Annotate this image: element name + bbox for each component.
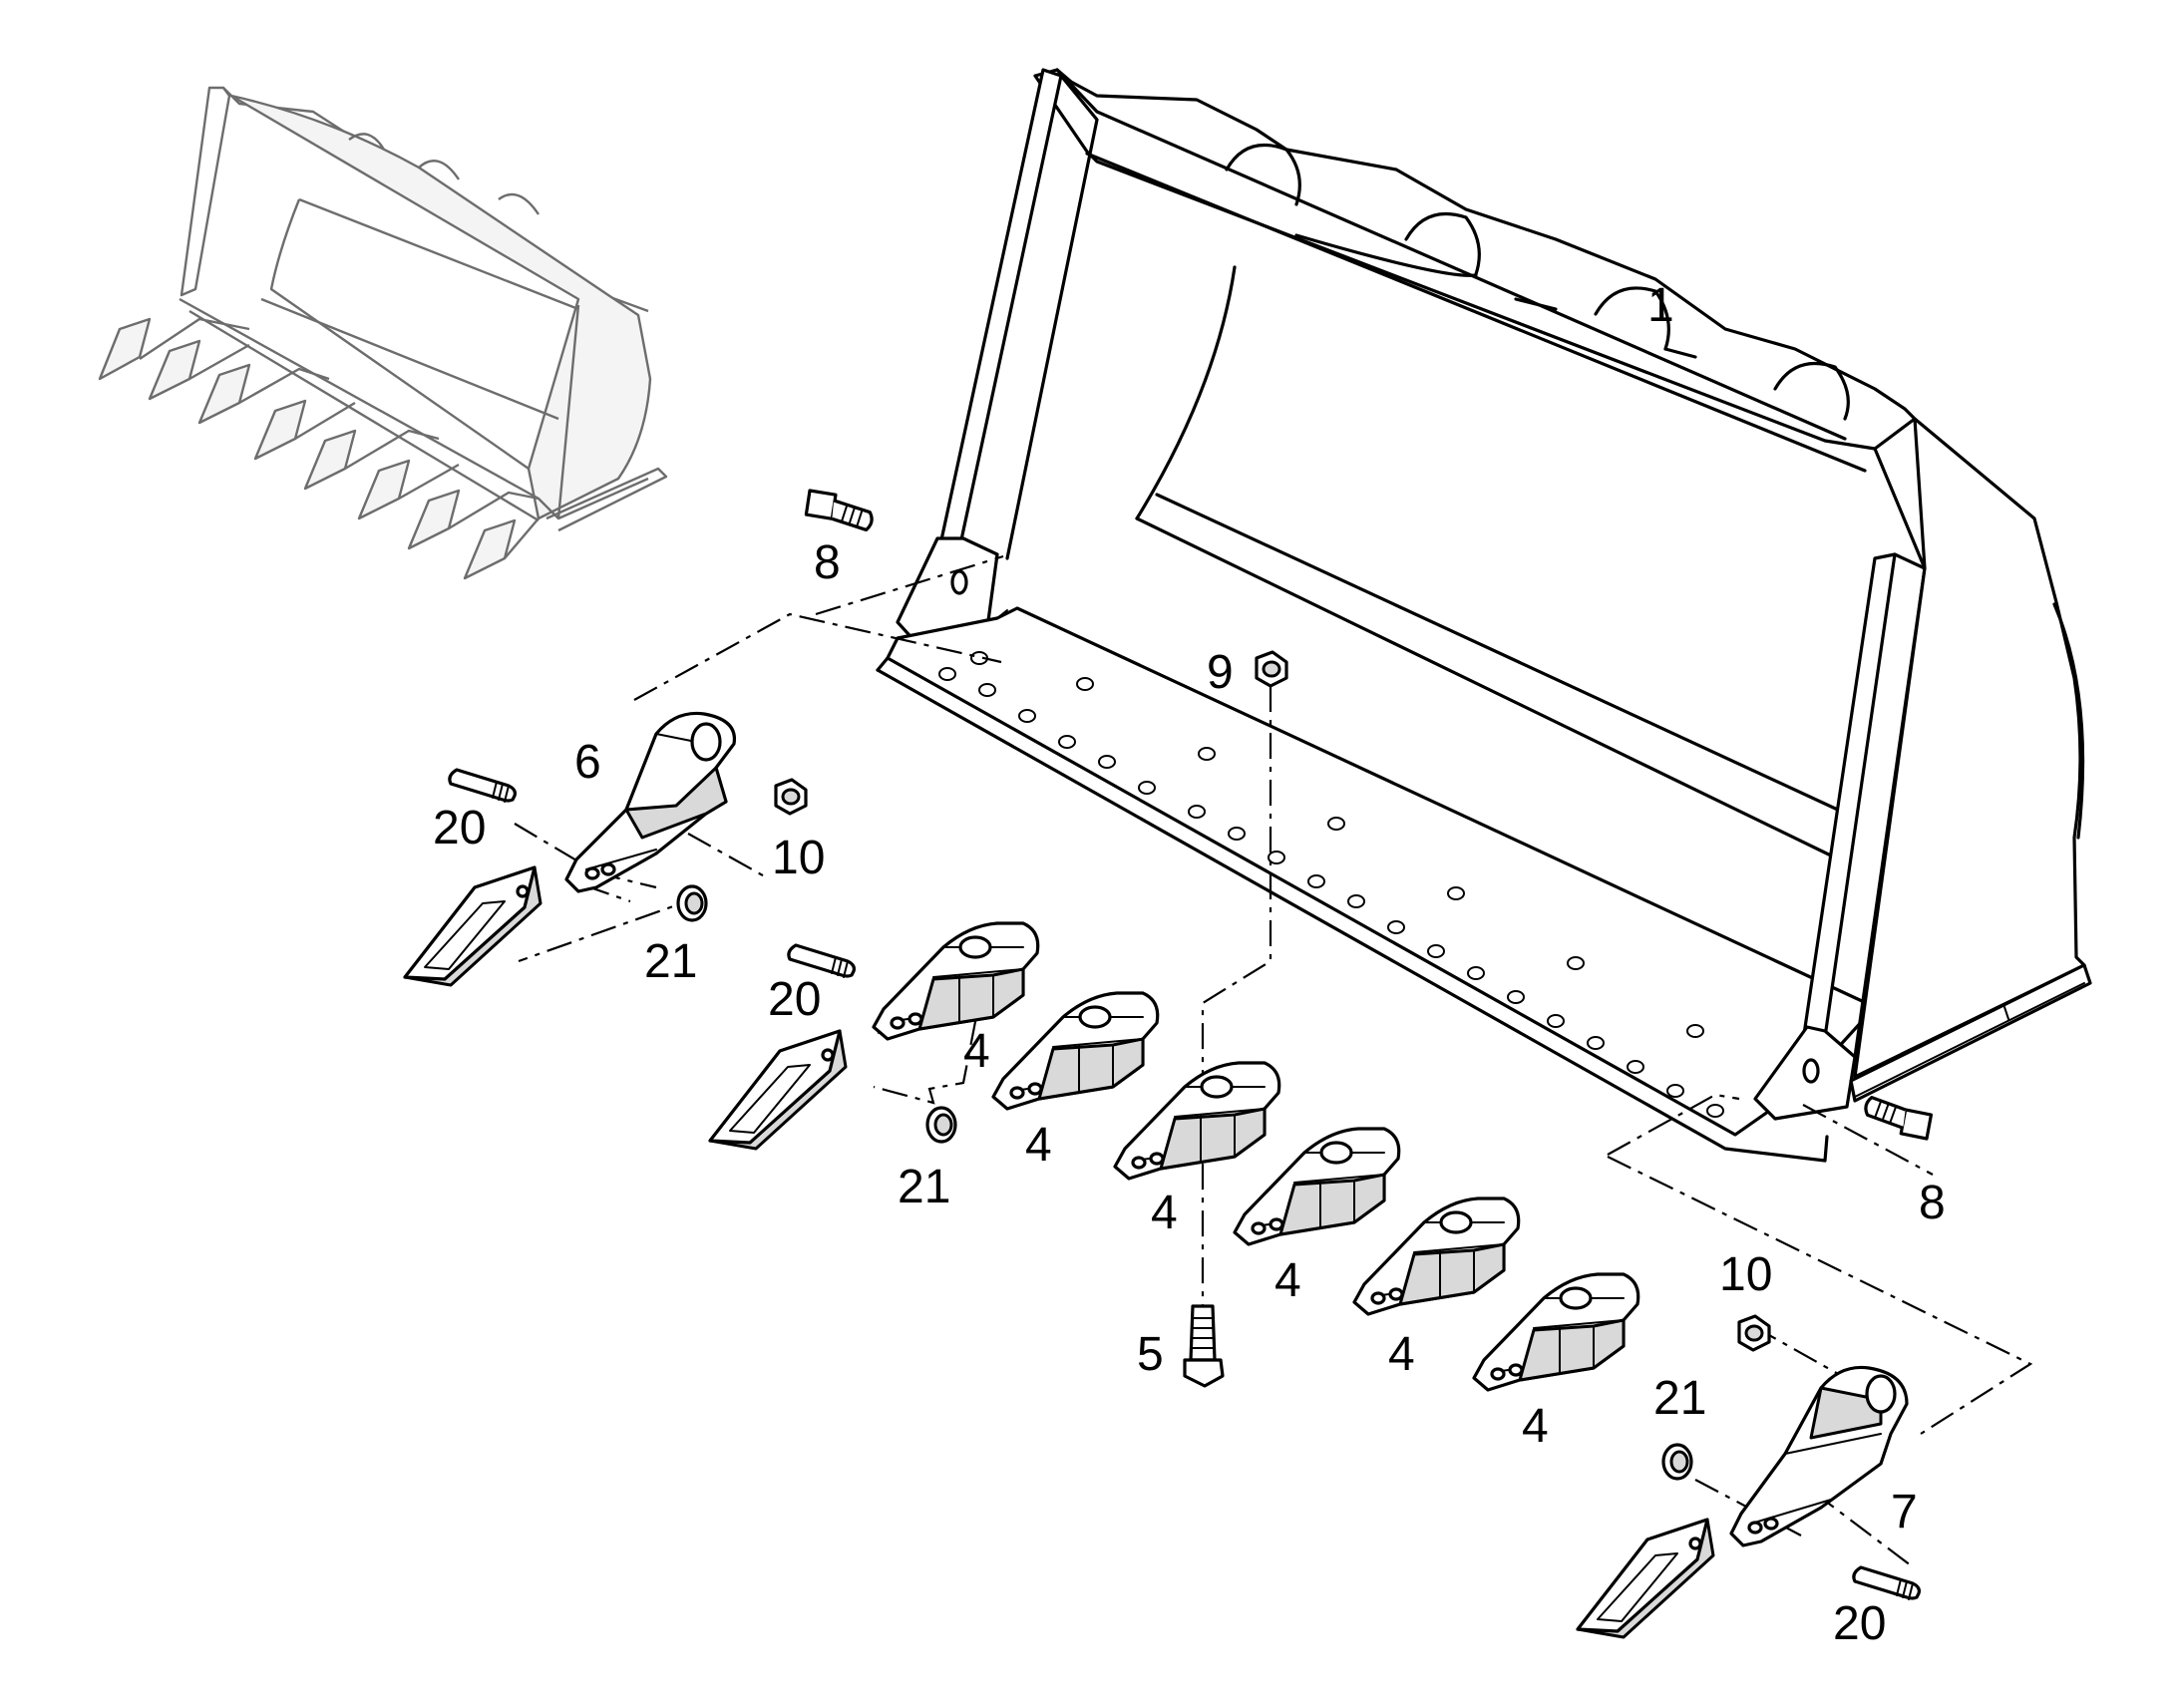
washer-part-21-c bbox=[1661, 1443, 1693, 1481]
main-bucket bbox=[876, 68, 2092, 1163]
callout-7: 7 bbox=[1891, 1486, 1918, 1538]
adapter-part-4-3 bbox=[1113, 1061, 1281, 1181]
callout-10b: 10 bbox=[1719, 1248, 1772, 1301]
callout-20b: 20 bbox=[768, 973, 821, 1026]
callout-8b: 8 bbox=[1919, 1177, 1946, 1229]
callout-4c: 4 bbox=[1151, 1187, 1178, 1239]
callout-10a: 10 bbox=[772, 832, 825, 884]
callout-labels: 1 8 8 9 6 20 10 21 20 4 4 4 4 4 4 21 5 1… bbox=[433, 279, 1946, 1650]
callout-4d: 4 bbox=[1274, 1254, 1301, 1307]
washer-part-21-a bbox=[676, 884, 708, 922]
callout-4b: 4 bbox=[1025, 1119, 1052, 1172]
callout-20c: 20 bbox=[1833, 1597, 1886, 1650]
adapter-part-4-1 bbox=[872, 921, 1040, 1041]
callout-8a: 8 bbox=[814, 536, 841, 589]
reference-teeth bbox=[98, 317, 540, 580]
adapter-part-4-5 bbox=[1352, 1196, 1521, 1316]
tooth-3 bbox=[1576, 1518, 1715, 1639]
reference-bucket-view bbox=[98, 86, 668, 580]
bolt-part-8-left bbox=[804, 489, 874, 532]
callout-9: 9 bbox=[1207, 646, 1234, 699]
callout-4e: 4 bbox=[1388, 1328, 1415, 1381]
washer-part-21-b bbox=[925, 1106, 957, 1144]
callout-4a: 4 bbox=[963, 1025, 990, 1078]
callout-6: 6 bbox=[574, 736, 601, 789]
callout-21a: 21 bbox=[644, 935, 697, 988]
corner-adapter-part-6 bbox=[564, 711, 737, 893]
callout-21c: 21 bbox=[1653, 1372, 1706, 1425]
pin-part-20-a bbox=[448, 768, 518, 804]
callout-1: 1 bbox=[1647, 279, 1674, 332]
callout-20a: 20 bbox=[433, 802, 486, 854]
bolt-part-8-right bbox=[1864, 1096, 1934, 1141]
pin-part-20-c bbox=[1852, 1565, 1922, 1601]
callout-5: 5 bbox=[1137, 1328, 1164, 1381]
adapter-part-4-6 bbox=[1472, 1272, 1640, 1392]
callout-4f: 4 bbox=[1522, 1400, 1549, 1453]
bolt-part-5 bbox=[1183, 1304, 1225, 1388]
tooth-1 bbox=[403, 865, 543, 987]
nut-part-10-a bbox=[774, 778, 808, 816]
adapter-part-4-4 bbox=[1233, 1127, 1401, 1246]
tooth-2 bbox=[708, 1029, 848, 1151]
cutting-edge-bolt-holes bbox=[938, 651, 1724, 1118]
adapter-part-4-2 bbox=[991, 991, 1160, 1111]
nut-part-10-b bbox=[1737, 1314, 1771, 1352]
nut-part-9 bbox=[1255, 650, 1288, 688]
callout-21b: 21 bbox=[898, 1161, 950, 1213]
corner-adapter-part-7 bbox=[1729, 1365, 1909, 1547]
